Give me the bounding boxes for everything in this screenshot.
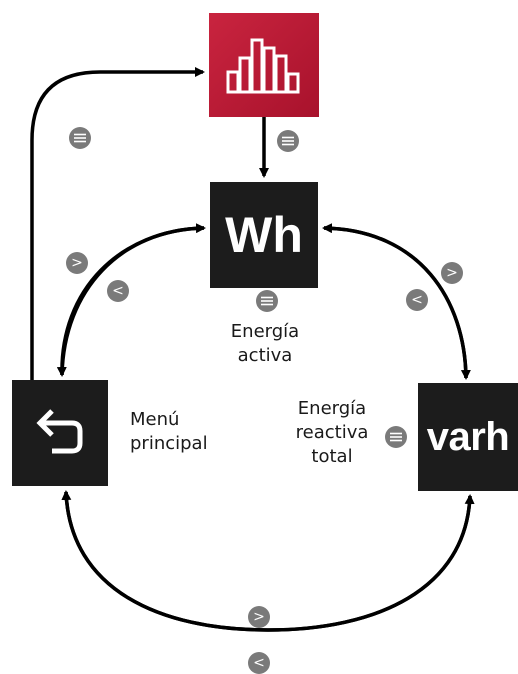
bar-chart-icon [226, 38, 300, 94]
menu-lines-icon [282, 136, 294, 146]
menu-lines-icon [390, 432, 402, 442]
ok-button-menu-to-chart[interactable] [69, 127, 91, 149]
chevron-right-icon: > [71, 255, 83, 271]
arrow-menu-to-chart [30, 67, 205, 380]
varh-label: varh [426, 414, 510, 459]
menu-lines-icon [74, 133, 86, 143]
prev-button-left-top[interactable]: < [107, 280, 129, 302]
arrow-menu-to-wh [60, 223, 206, 376]
ok-button-chart-to-wh[interactable] [277, 130, 299, 152]
next-button-right-top[interactable]: > [441, 262, 463, 284]
arrow-varh-to-wh [322, 223, 468, 379]
wh-screen-tile[interactable]: Wh [210, 182, 318, 288]
chevron-right-icon: > [446, 265, 458, 281]
prev-button-bottom[interactable]: < [248, 652, 270, 674]
menu-lines-icon [261, 296, 273, 306]
main-menu-tile[interactable] [12, 380, 108, 486]
wh-label: Wh [225, 207, 303, 263]
arrow-wh-to-menu [56, 226, 205, 377]
chevron-left-icon: < [112, 283, 124, 299]
chevron-left-icon: < [253, 655, 265, 671]
ok-button-wh[interactable] [256, 290, 278, 312]
prev-button-right-top[interactable]: < [406, 289, 428, 311]
arrow-menu-to-varh [64, 491, 475, 632]
arrow-varh-to-menu [61, 490, 472, 632]
main-menu-caption: Menú principal [130, 409, 208, 454]
ok-button-varh[interactable] [385, 426, 407, 448]
reactive-energy-caption: Energía reactiva total [295, 398, 369, 467]
back-arrow-icon [36, 409, 83, 454]
active-energy-caption: Energía activa [230, 321, 300, 366]
arrow-wh-to-varh [323, 226, 471, 380]
next-button-left-top[interactable]: > [66, 252, 88, 274]
varh-screen-tile[interactable]: varh [418, 383, 518, 491]
chevron-right-icon: > [253, 609, 265, 625]
chevron-left-icon: < [411, 292, 423, 308]
histogram-screen-tile[interactable] [209, 13, 319, 117]
next-button-bottom[interactable]: > [248, 606, 270, 628]
